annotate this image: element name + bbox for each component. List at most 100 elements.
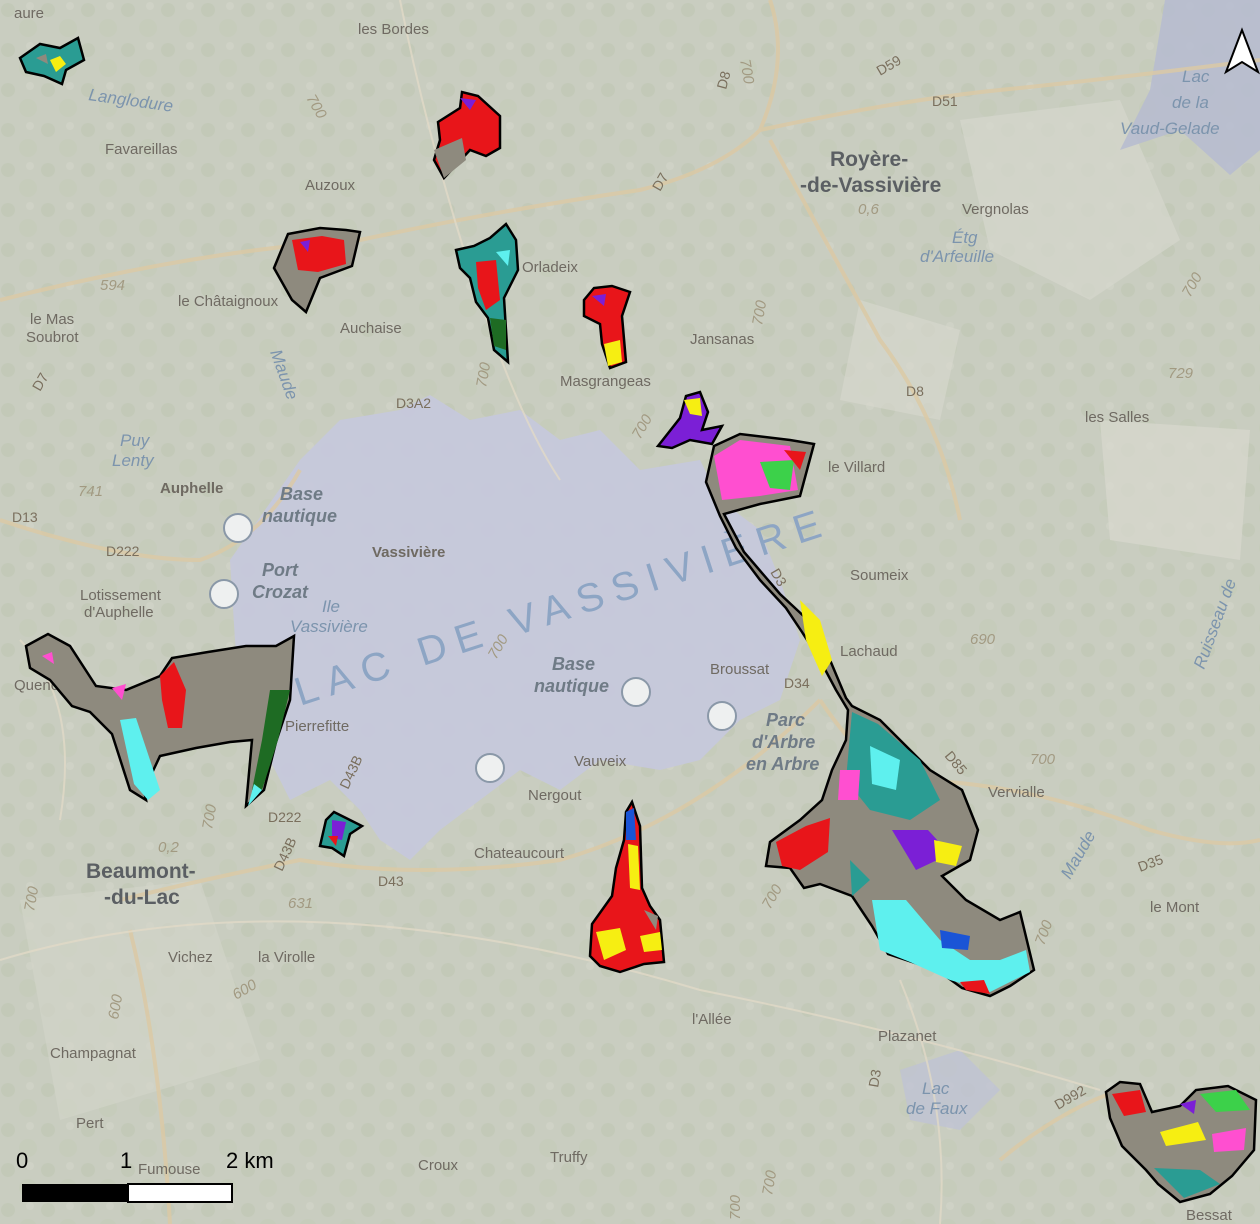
road-label: D3 bbox=[767, 566, 790, 590]
water-label: Lac bbox=[922, 1079, 950, 1098]
town-label: -de-Vassivière bbox=[800, 174, 941, 197]
site-polygon[interactable] bbox=[704, 432, 1036, 998]
poi-label: Base bbox=[552, 654, 595, 674]
altitude-label: 700 bbox=[736, 58, 757, 86]
poi-label: nautique bbox=[262, 506, 337, 526]
poi-label: nautique bbox=[534, 676, 609, 696]
poi-label: Port bbox=[262, 560, 299, 580]
place-label: Vervialle bbox=[988, 784, 1045, 801]
site-polygon[interactable] bbox=[272, 226, 362, 315]
road-label: D3A2 bbox=[396, 395, 431, 411]
place-label: Vichez bbox=[168, 949, 213, 966]
place-label: Masgrangeas bbox=[560, 373, 651, 390]
water-label: Ile bbox=[322, 597, 340, 616]
road-label: D34 bbox=[784, 675, 810, 691]
town-label: Beaumont- bbox=[86, 860, 196, 883]
place-label: Croux bbox=[418, 1157, 459, 1174]
water-label: Vaud-Gelade bbox=[1120, 119, 1220, 138]
place-label: Vergnolas bbox=[962, 201, 1029, 218]
poi-icons bbox=[209, 513, 737, 783]
road-label: D3 bbox=[865, 1068, 884, 1089]
beach-icon bbox=[223, 513, 253, 543]
place-label: Vassivière bbox=[372, 544, 445, 561]
place-label: aure bbox=[14, 5, 44, 22]
altitude-label: 0,2 bbox=[158, 839, 180, 856]
place-label: Orladeix bbox=[522, 259, 578, 276]
site-polygon[interactable] bbox=[582, 284, 632, 370]
place-label: Bessat bbox=[1186, 1207, 1233, 1224]
site-polygon[interactable] bbox=[24, 632, 296, 810]
water-label: Lac bbox=[1182, 67, 1210, 86]
place-label: Soubrot bbox=[26, 329, 79, 346]
altitude-label: 690 bbox=[970, 631, 996, 648]
altitude-label: 700 bbox=[473, 360, 494, 388]
road-label: D222 bbox=[268, 809, 302, 825]
altitude-label: 631 bbox=[288, 895, 313, 912]
place-label: Puy bbox=[120, 431, 151, 450]
site-polygon[interactable] bbox=[454, 222, 520, 365]
place-label: Auzoux bbox=[305, 177, 356, 194]
scale-tick-1: 1 bbox=[120, 1148, 132, 1173]
water-label: d'Arfeuille bbox=[920, 247, 994, 266]
place-label: Pierrefitte bbox=[285, 718, 349, 735]
scale-segment-light bbox=[127, 1183, 233, 1203]
scale-tick-0: 0 bbox=[16, 1148, 28, 1173]
park-icon bbox=[707, 701, 737, 731]
road-label: D51 bbox=[932, 93, 958, 109]
altitude-label: 700 bbox=[727, 1194, 744, 1220]
north-arrow-icon bbox=[1224, 27, 1260, 75]
town-label: -du-Lac bbox=[104, 886, 180, 909]
place-label: Soumeix bbox=[850, 567, 909, 584]
site-polygon[interactable] bbox=[655, 390, 725, 450]
site-polygon[interactable] bbox=[588, 799, 666, 974]
altitude-label: 600 bbox=[105, 992, 126, 1020]
poi-label: d'Arbre bbox=[752, 732, 815, 752]
beach-icon bbox=[621, 677, 651, 707]
scale-bar: 0 1 2 km bbox=[16, 1148, 274, 1203]
town-label: Royère- bbox=[830, 148, 908, 171]
lake-vassiviere bbox=[230, 395, 800, 860]
place-label: Pert bbox=[76, 1115, 104, 1132]
road-label: D7 bbox=[649, 170, 672, 194]
road-label: D8 bbox=[906, 383, 924, 399]
water-label: de la bbox=[1172, 93, 1209, 112]
sailing-icon bbox=[475, 753, 505, 783]
place-label: d'Auphelle bbox=[84, 604, 154, 621]
place-label: le Mont bbox=[1150, 899, 1200, 916]
poi-label: Crozat bbox=[252, 582, 309, 602]
site-polygon[interactable] bbox=[318, 810, 365, 859]
water-label: de Faux bbox=[906, 1099, 968, 1118]
place-label: Favareillas bbox=[105, 141, 178, 158]
place-label: Lotissement bbox=[80, 587, 162, 604]
place-label: Broussat bbox=[710, 661, 770, 678]
altitude-label: 700 bbox=[749, 298, 770, 326]
site-polygon[interactable] bbox=[432, 90, 502, 181]
place-label: Jansanas bbox=[690, 331, 754, 348]
place-label: les Bordes bbox=[358, 21, 429, 38]
road-label: D8 bbox=[713, 69, 733, 91]
altitude-label: 700 bbox=[21, 884, 42, 912]
place-label: la Virolle bbox=[258, 949, 315, 966]
place-label: les Salles bbox=[1085, 409, 1149, 426]
altitude-label: 741 bbox=[78, 483, 103, 500]
scale-segment-dark bbox=[22, 1184, 128, 1202]
site-polygon[interactable] bbox=[1104, 1080, 1258, 1204]
altitude-label: 729 bbox=[1168, 365, 1194, 382]
poi-label: Base bbox=[280, 484, 323, 504]
place-label: Lachaud bbox=[840, 643, 898, 660]
study-sites[interactable] bbox=[18, 36, 1258, 1204]
place-label: Nergout bbox=[528, 787, 582, 804]
altitude-label: 594 bbox=[100, 277, 125, 294]
site-polygon[interactable] bbox=[18, 36, 86, 86]
place-label: le Mas bbox=[30, 311, 74, 328]
water-label: Vassivière bbox=[290, 617, 368, 636]
place-label: Chateaucourt bbox=[474, 845, 565, 862]
poi-label: Parc bbox=[766, 710, 805, 730]
place-label: Auphelle bbox=[160, 480, 223, 497]
place-label: Auchaise bbox=[340, 320, 402, 337]
place-label: Truffy bbox=[550, 1149, 588, 1166]
sailing-icon bbox=[209, 579, 239, 609]
altitude-label: 0,6 bbox=[858, 201, 880, 218]
